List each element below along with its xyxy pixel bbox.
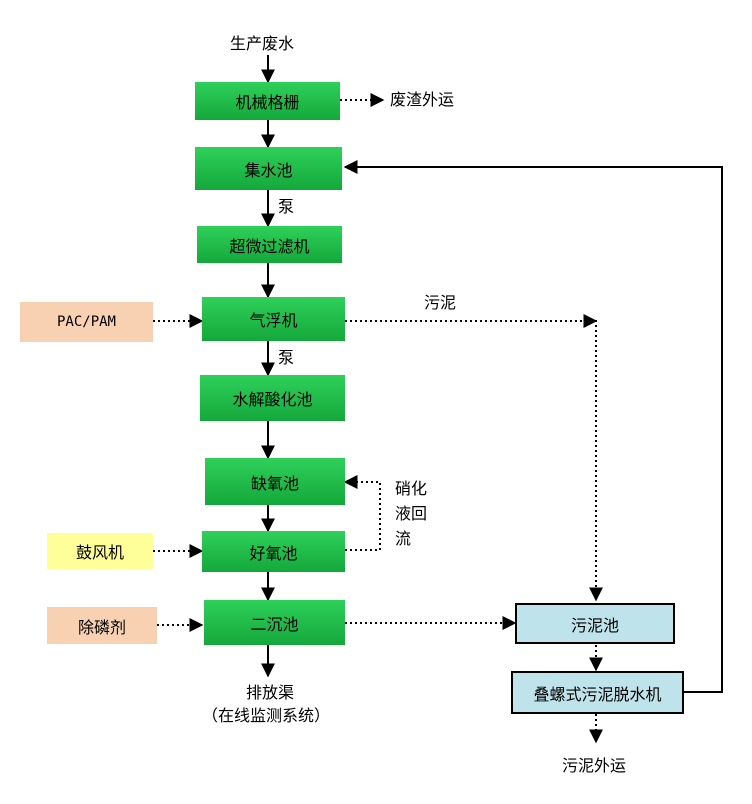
screen-waste-label: 废渣外运 (390, 90, 455, 109)
sludge-tank-node: 污泥池 (515, 603, 675, 644)
secondary-clarifier-node: 二沉池 (204, 600, 345, 645)
blower-node: 鼓风机 (47, 533, 153, 569)
collection-tank-label: 集水池 (244, 160, 293, 180)
anoxic-tank-node: 缺氧池 (205, 458, 345, 505)
arrow-nitrif-return (343, 475, 381, 551)
flotation-label: 气浮机 (249, 311, 298, 330)
monitor-label: （在线监测系统） (202, 706, 331, 725)
screen-node: 机械格栅 (195, 82, 340, 120)
pump-label-1: 泵 (278, 197, 295, 216)
secondary-clarifier-label: 二沉池 (250, 614, 299, 634)
sludge-tank-label: 污泥池 (570, 615, 619, 635)
hydrolysis-tank-label: 水解酸化池 (232, 390, 313, 409)
ultrafilter-node: 超微过滤机 (197, 226, 342, 263)
sludge-label: 污泥 (424, 293, 457, 312)
pac-pam-label: PAC/PAM (56, 314, 116, 330)
phosphorus-removal-label: 除磷剂 (77, 617, 126, 637)
sludge-out-label: 污泥外运 (562, 756, 627, 775)
input-label: 生产废水 (230, 34, 295, 53)
aerobic-tank-node: 好氧池 (202, 531, 345, 572)
collection-tank-node: 集水池 (195, 147, 342, 190)
arrow-filtrate-return (343, 160, 723, 693)
arrow-float-sludge (345, 320, 603, 602)
flotation-node: 气浮机 (202, 297, 345, 341)
aerobic-tank-label: 好氧池 (249, 543, 298, 563)
nitrification-return-text: 硝化液回流 (395, 479, 428, 548)
sludge-dewatering-node: 叠螺式污泥脱水机 (511, 671, 684, 714)
hydrolysis-tank-node: 水解酸化池 (200, 375, 345, 421)
screen-label: 机械格栅 (235, 93, 300, 112)
pac-pam-node: PAC/PAM (20, 302, 153, 342)
blower-label: 鼓风机 (75, 543, 124, 562)
outlet-label: 排放渠 (246, 683, 295, 702)
nitrification-return-label: 硝化液回流 (395, 476, 435, 551)
pump-label-2: 泵 (278, 348, 295, 367)
phosphorus-removal-node: 除磷剂 (47, 607, 157, 644)
sludge-dewatering-label: 叠螺式污泥脱水机 (533, 684, 662, 704)
anoxic-tank-label: 缺氧池 (250, 473, 299, 493)
ultrafilter-label: 超微过滤机 (229, 236, 310, 256)
